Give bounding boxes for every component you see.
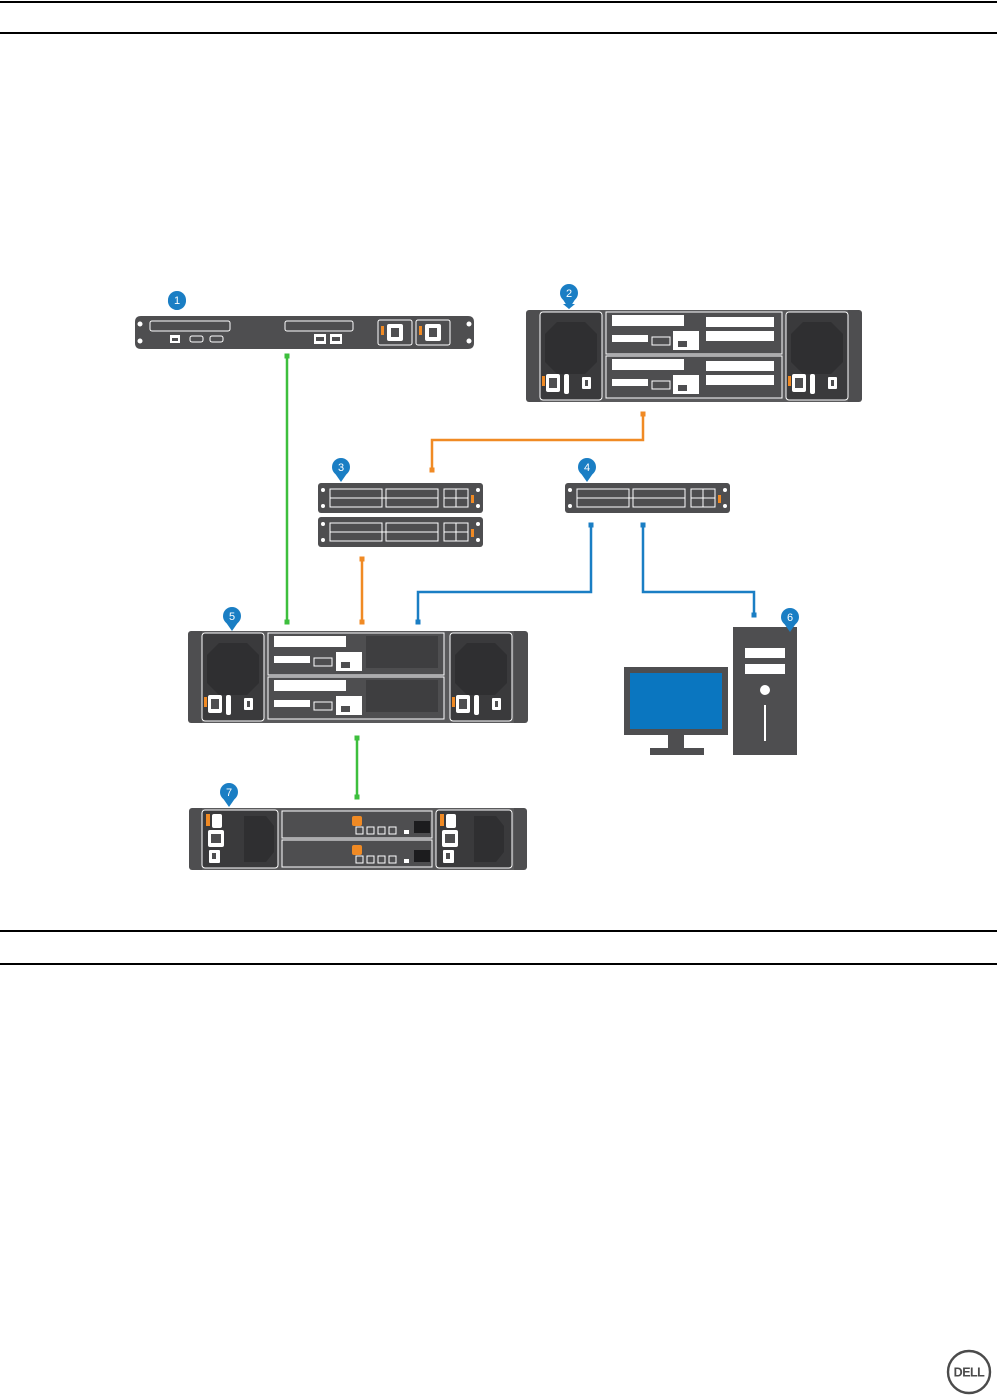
device-5-storage <box>188 631 528 723</box>
device-3-switches <box>318 483 483 547</box>
callout-4-label: 4 <box>584 462 590 474</box>
device-1-server <box>135 316 474 349</box>
device-7-expansion-enclosure <box>189 808 527 870</box>
callout-6-label: 6 <box>787 612 793 624</box>
callout-2-label: 2 <box>566 288 572 300</box>
device-2-controller <box>526 310 862 402</box>
connection-4-6 <box>641 523 757 618</box>
callout-1: 1 <box>168 291 186 310</box>
callout-7: 7 <box>220 783 238 807</box>
callout-7-label: 7 <box>226 787 232 799</box>
callout-3-label: 3 <box>338 462 344 474</box>
callout-5-label: 5 <box>229 611 235 623</box>
callout-4: 4 <box>578 458 596 482</box>
dell-logo-text: DELL <box>954 1366 986 1380</box>
connection-5-7 <box>355 736 360 800</box>
device-6-workstation <box>624 627 797 755</box>
dell-logo: DELL <box>946 1349 992 1395</box>
callout-5: 5 <box>223 607 241 631</box>
connection-2-3 <box>430 412 646 473</box>
callout-3: 3 <box>332 458 350 482</box>
connection-3-5 <box>360 557 365 625</box>
device-4-switch <box>565 483 730 513</box>
callout-2: 2 <box>560 284 578 309</box>
connection-1-5 <box>285 354 290 625</box>
callout-1-label: 1 <box>174 295 180 307</box>
